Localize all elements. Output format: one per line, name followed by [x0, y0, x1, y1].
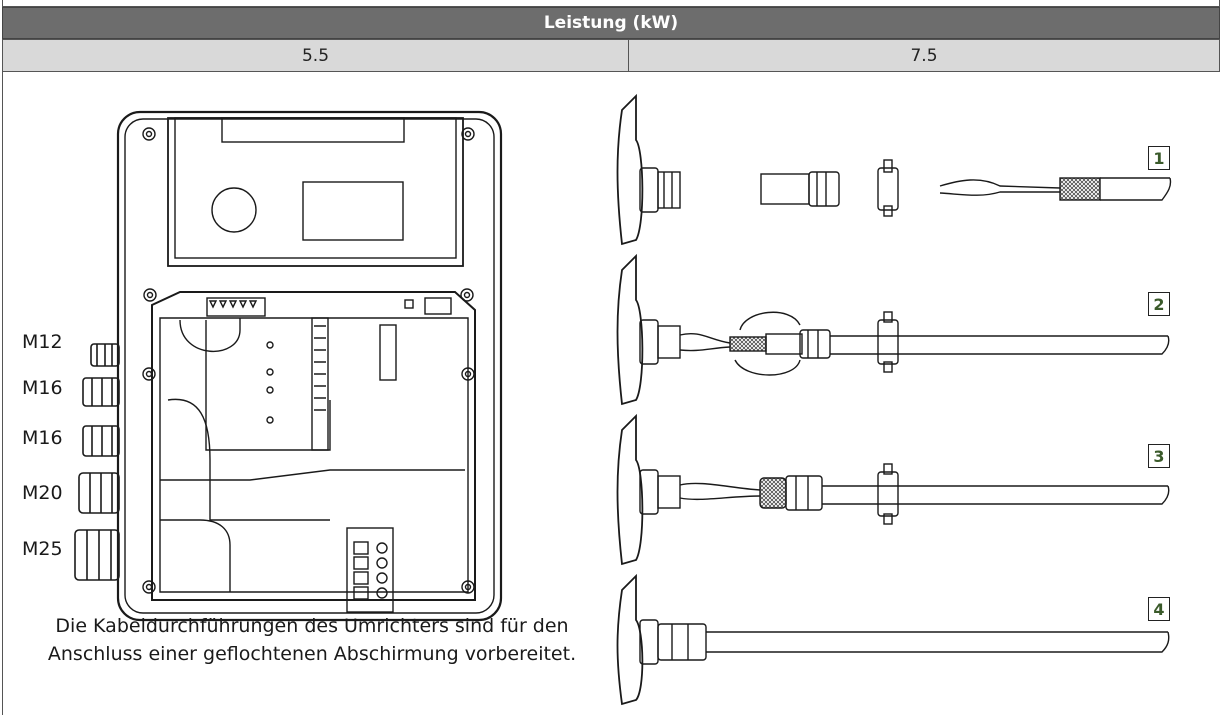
step-number-4: 4 — [1148, 597, 1170, 621]
column-header-7-5: 7.5 — [628, 39, 1220, 72]
caption-line-1: Die Kabeldurchführungen des Umrichters s… — [55, 615, 569, 637]
gland-label-m20: M20 — [22, 482, 63, 504]
step-number-1: 1 — [1148, 146, 1170, 170]
table-header: Leistung (kW) — [2, 7, 1220, 39]
table-left-border — [2, 72, 3, 715]
step-number-3: 3 — [1148, 444, 1170, 468]
gland-label-m25: M25 — [22, 538, 63, 560]
gland-label-m16-a: M16 — [22, 377, 63, 399]
top-rule — [2, 0, 1220, 7]
caption-line-2: Anschluss einer geflochtenen Abschirmung… — [47, 643, 577, 665]
step-number-2: 2 — [1148, 292, 1170, 316]
caption: Die Kabeldurchführungen des Umrichters s… — [2, 612, 622, 668]
gland-label-m16-b: M16 — [22, 427, 63, 449]
column-header-5-5: 5.5 — [2, 39, 629, 72]
gland-label-m12: M12 — [22, 331, 63, 353]
